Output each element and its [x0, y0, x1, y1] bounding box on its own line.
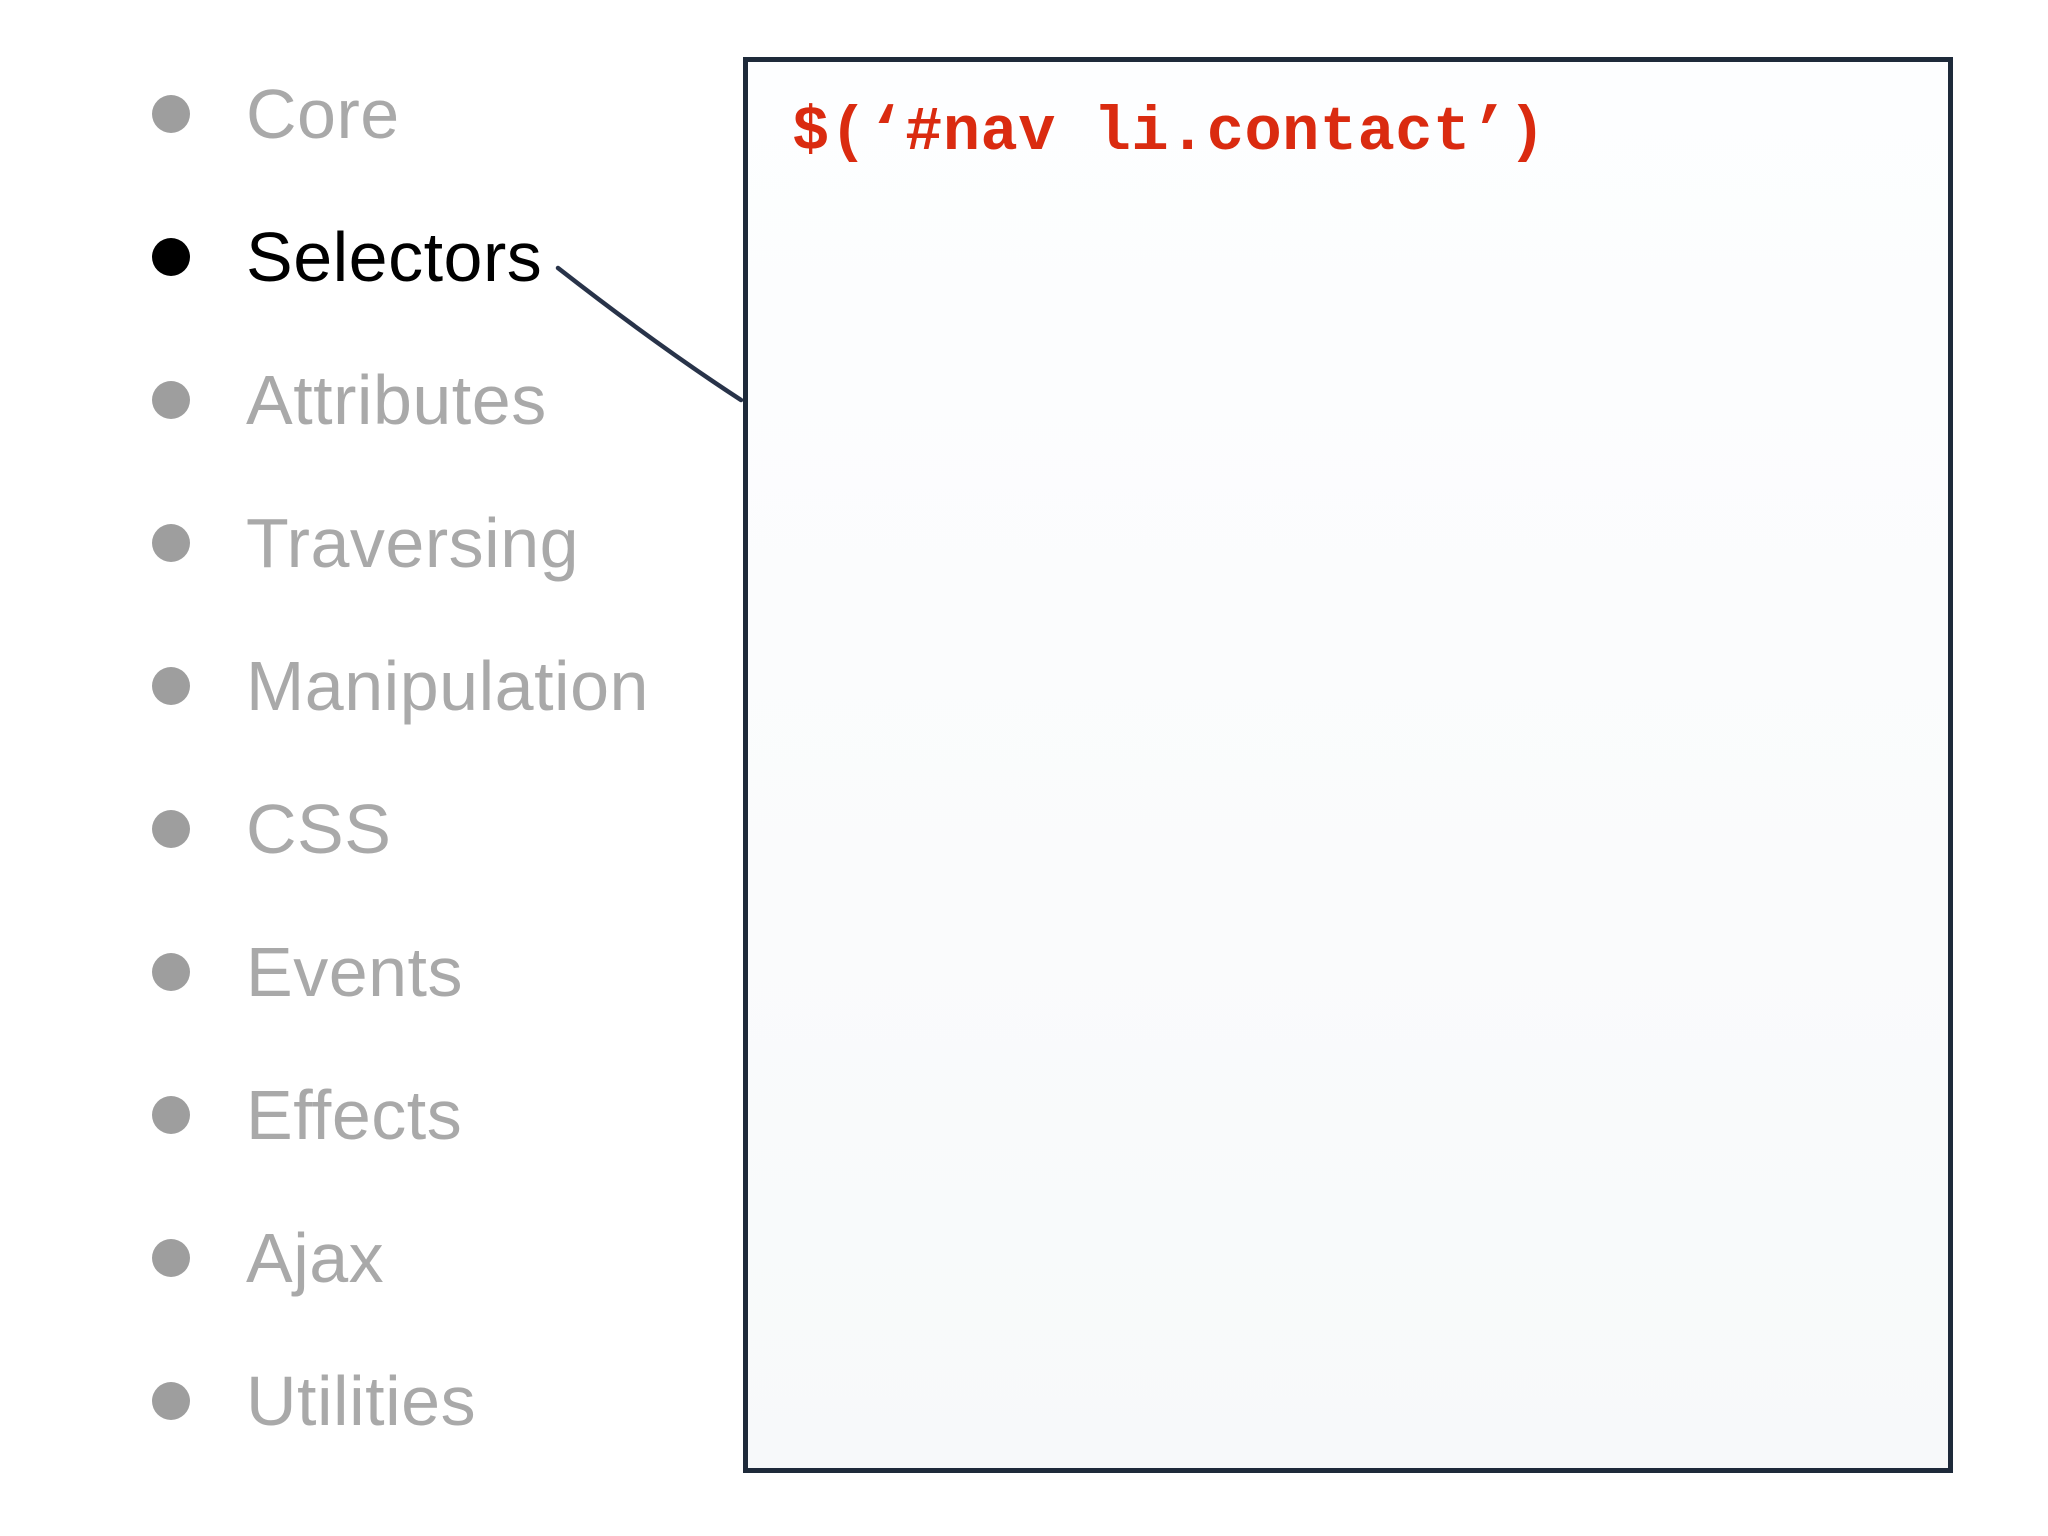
topic-list-item: CSS	[128, 757, 649, 900]
topic-label: Traversing	[246, 503, 580, 582]
topic-list: Core Selectors Attributes Traversing Man…	[128, 42, 649, 1472]
topic-list-item: Events	[128, 900, 649, 1043]
topic-label: Events	[246, 932, 463, 1011]
bullet-icon	[152, 666, 190, 705]
topic-label: CSS	[246, 789, 392, 868]
topic-label: Attributes	[246, 360, 547, 439]
bullet-icon	[152, 1095, 190, 1134]
bullet-icon	[152, 94, 190, 133]
topic-list-item: Manipulation	[128, 614, 649, 757]
topic-list-item: Traversing	[128, 471, 649, 614]
bullet-icon	[152, 237, 190, 276]
topic-label: Effects	[246, 1075, 463, 1154]
topic-list-item: Effects	[128, 1043, 649, 1186]
bullet-icon	[152, 1238, 190, 1277]
topic-list-item: Selectors	[128, 185, 649, 328]
bullet-icon	[152, 523, 190, 562]
topic-list-item: Core	[128, 42, 649, 185]
code-snippet: $(‘#nav li.contact’)	[792, 97, 1547, 168]
topic-label: Utilities	[246, 1361, 477, 1440]
bullet-icon	[152, 380, 190, 419]
topic-list-item: Attributes	[128, 328, 649, 471]
topic-list-item: Utilities	[128, 1329, 649, 1472]
topic-label: Selectors	[246, 217, 543, 296]
bullet-icon	[152, 952, 190, 991]
bullet-icon	[152, 1381, 190, 1420]
topic-list-item: Ajax	[128, 1186, 649, 1329]
topic-label: Ajax	[246, 1218, 385, 1297]
topic-label: Core	[246, 74, 400, 153]
bullet-icon	[152, 809, 190, 848]
code-panel: $(‘#nav li.contact’)	[743, 57, 1953, 1473]
topic-label: Manipulation	[246, 646, 649, 725]
